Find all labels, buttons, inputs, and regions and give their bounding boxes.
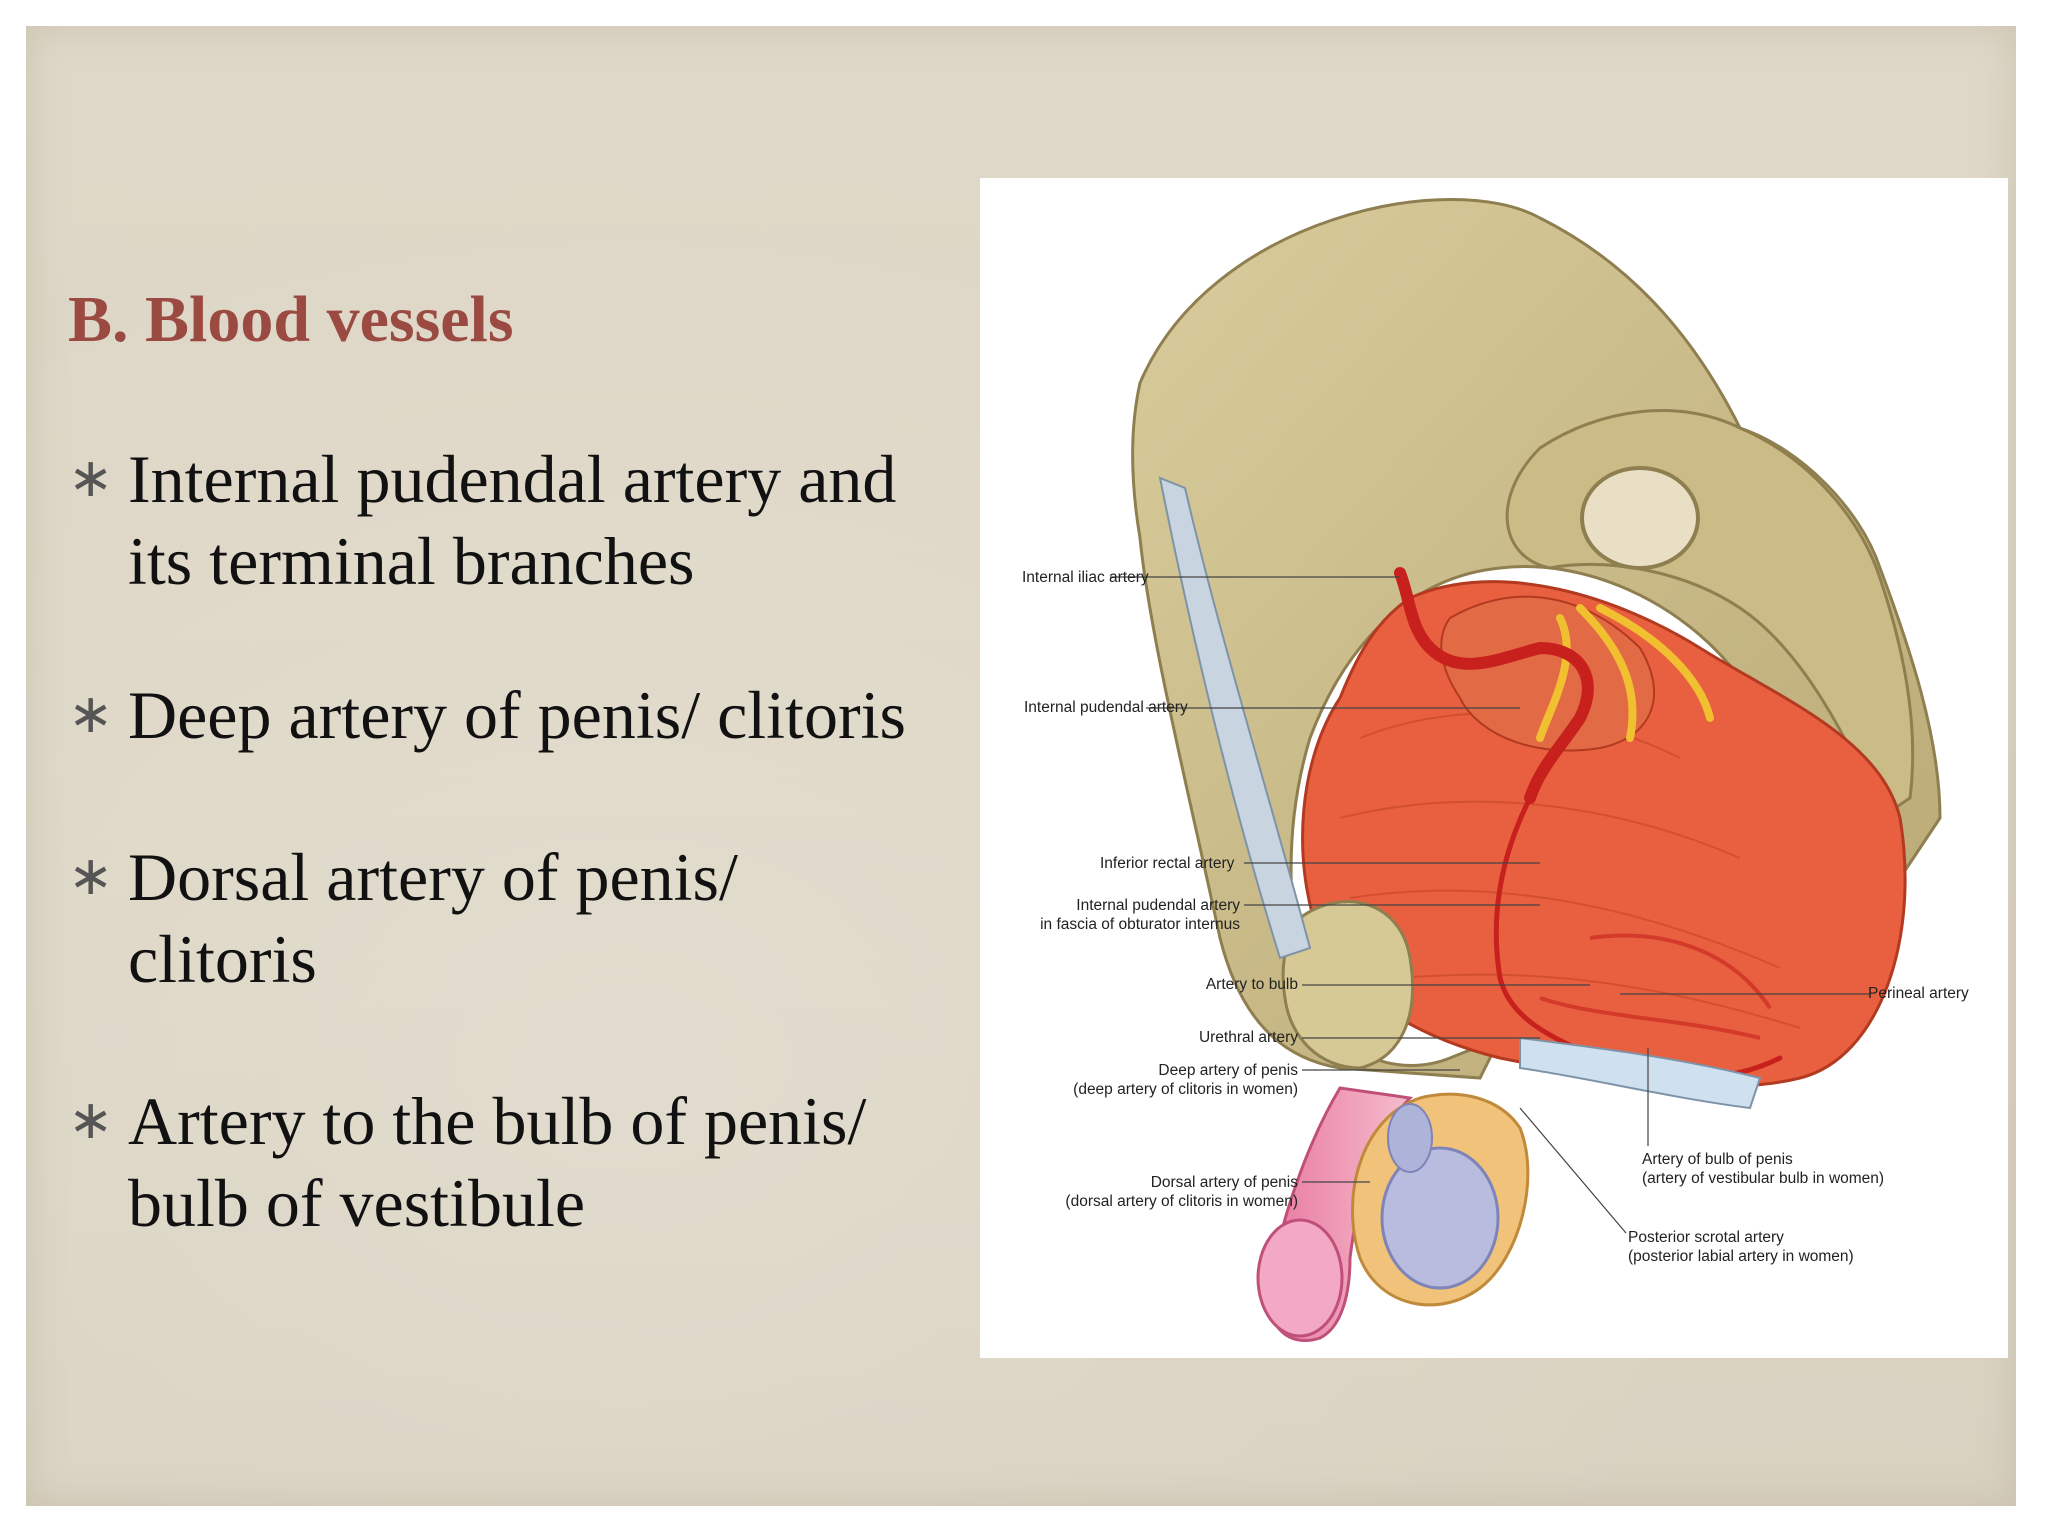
vertebral-body (1580, 466, 1700, 570)
bullet-text: Deep artery of penis/ clitoris (128, 674, 968, 756)
label-perineal-artery: Perineal artery (1868, 985, 1969, 1002)
bullet-marker: ∗ (68, 682, 114, 745)
bullet-text: Dorsal artery of penis/ clitoris (128, 836, 968, 1000)
label-dorsal-artery-line1: Dorsal artery of penis (1150, 1174, 1298, 1191)
label-posterior-scrotal-line2: (posterior labial artery in women) (1628, 1248, 1854, 1265)
perineal-membrane (1519, 1036, 1762, 1110)
label-internal-iliac: Internal iliac artery (1022, 569, 1149, 586)
bullet-line: Dorsal artery of penis/ (128, 839, 738, 915)
pelvis-illustration (1110, 198, 1942, 1343)
testis (1380, 1146, 1500, 1290)
bullet-marker: ∗ (68, 1088, 114, 1151)
glans (1256, 1218, 1344, 1338)
leader-lines (1110, 576, 1870, 1234)
label-dorsal-artery-line2: (dorsal artery of clitoris in women) (1065, 1193, 1298, 1210)
internal-iliac-artery-vessel (1394, 567, 1594, 804)
bullet-text: Artery to the bulb of penis/ bulb of ves… (128, 1080, 968, 1244)
bullet-line: clitoris (128, 921, 317, 997)
anatomy-figure: Internal iliac artery Internal pudendal … (980, 178, 2008, 1358)
label-inferior-rectal: Inferior rectal artery (1100, 855, 1235, 872)
label-bulb-penis-line2: (artery of vestibular bulb in women) (1642, 1170, 1885, 1187)
label-bulb-penis-line1: Artery of bulb of penis (1642, 1151, 1793, 1168)
bullet-marker: ∗ (68, 446, 114, 509)
label-ip-fascia-line1: Internal pudendal artery (1076, 897, 1240, 914)
bullet-line: Internal pudendal artery and (128, 441, 897, 517)
label-deep-artery-line2: (deep artery of clitoris in women) (1073, 1081, 1298, 1098)
sacrotuberous-ligament (1158, 476, 1312, 960)
label-internal-pudendal: Internal pudendal artery (1024, 699, 1188, 716)
bullet-line: Artery to the bulb of penis/ (128, 1083, 867, 1159)
bullet-text: Internal pudendal artery and its termina… (128, 438, 968, 602)
sacral-nerves (1536, 604, 1714, 742)
label-deep-artery-line1: Deep artery of penis (1158, 1062, 1298, 1079)
epididymis (1387, 1103, 1433, 1173)
label-urethral-artery: Urethral artery (1198, 1029, 1298, 1046)
slide-title: B. Blood vessels (68, 283, 514, 356)
bullet-line: bulb of vestibule (128, 1165, 586, 1241)
bullet-marker: ∗ (68, 844, 114, 907)
label-artery-to-bulb: Artery to bulb (1205, 976, 1298, 993)
label-ip-fascia-line2: in fascia of obturator internus (1040, 916, 1240, 933)
perineal-vessel (1539, 933, 1772, 1040)
bullet-line: its terminal branches (128, 523, 695, 599)
bullet-line: Deep artery of penis/ clitoris (128, 677, 906, 753)
label-posterior-scrotal-line1: Posterior scrotal artery (1628, 1229, 1784, 1246)
